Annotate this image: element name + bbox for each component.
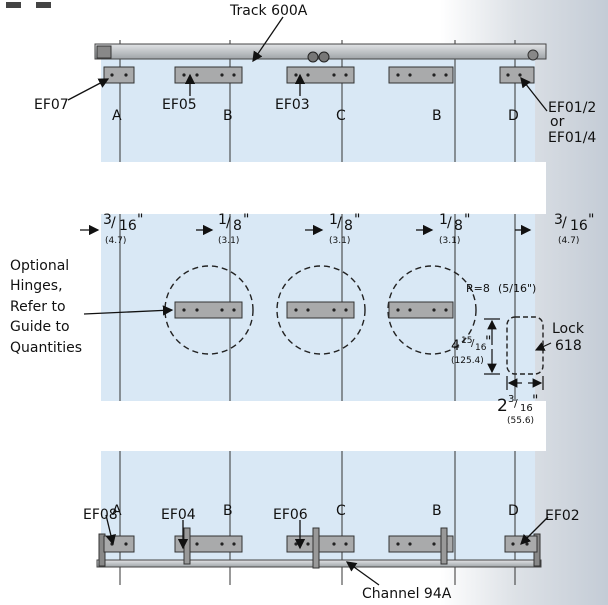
svg-text:2: 2 (497, 396, 508, 416)
panel-letter-top-a: A (112, 108, 122, 124)
panel-letter-bottom-b: B (223, 503, 233, 519)
gap-label-5: 3 / 16 " (4.7) (554, 212, 594, 246)
svg-text:3: 3 (508, 394, 514, 405)
svg-text:8: 8 (454, 218, 463, 234)
gap-label-4: 1 / 8 " (3.1) (439, 212, 470, 246)
lock-label-line2: 618 (555, 338, 582, 354)
svg-text:(3.1): (3.1) (439, 236, 460, 246)
fitting-ef08-label: EF08 (83, 507, 118, 523)
panel-letter-top-b: B (223, 108, 233, 124)
panel-letter-bottom-d: D (508, 503, 519, 519)
optional-hinges-line2: Hinges, (10, 278, 63, 294)
fitting-ef03-label: EF03 (275, 97, 310, 113)
svg-text:": " (588, 212, 594, 228)
fitting-ef02-label: EF02 (545, 508, 580, 524)
panel-letter-top-d: D (508, 108, 519, 124)
optional-hinges (174, 301, 454, 319)
svg-text:/: / (562, 215, 567, 231)
leader-lines (67, 16, 549, 586)
svg-text:": " (532, 393, 538, 409)
svg-text:/: / (111, 215, 116, 231)
panel-letter-top-c: C (336, 108, 346, 124)
break-band-top (96, 162, 546, 214)
svg-text:1: 1 (329, 212, 338, 228)
gap-label-1: 3 / 16 " (4.7) (103, 212, 143, 246)
svg-text:(3.1): (3.1) (329, 236, 350, 246)
panel-letter-bottom-b2: B (432, 503, 442, 519)
svg-text:3: 3 (103, 212, 112, 228)
fitting-ef06-label: EF06 (273, 507, 308, 523)
track-600a-label: Track 600A (229, 3, 308, 19)
svg-text:15: 15 (461, 336, 472, 346)
fitting-ef05-label: EF05 (162, 97, 197, 113)
optional-hinge-circles (164, 265, 477, 355)
svg-text:/: / (447, 215, 452, 231)
svg-text:8: 8 (344, 218, 353, 234)
panel-letter-bottom-c: C (336, 503, 346, 519)
svg-text:/: / (514, 397, 518, 410)
svg-text:": " (464, 212, 470, 228)
svg-text:": " (354, 212, 360, 228)
lock-width-label: 2 3 / 16 " (55.6) (497, 393, 538, 426)
lock-radius-prefix: R=8 (466, 282, 490, 295)
svg-text:16: 16 (570, 218, 588, 234)
gap-label-2: 1 / 8 " (3.1) (218, 212, 249, 246)
svg-text:": " (485, 334, 491, 350)
fitting-ef07-label: EF07 (34, 97, 69, 113)
lock-height-label: 4 15 / 16 " (125.4) (451, 334, 491, 366)
svg-text:1: 1 (439, 212, 448, 228)
legend-hinge-icons (6, 2, 51, 8)
svg-text:8: 8 (233, 218, 242, 234)
top-fitting-bolts (110, 73, 522, 77)
panel-letter-bottom-a: A (112, 503, 122, 519)
svg-text:": " (243, 212, 249, 228)
svg-text:3: 3 (554, 212, 563, 228)
svg-text:/: / (226, 215, 231, 231)
break-band-bottom (96, 401, 546, 451)
center-roller (307, 51, 330, 63)
svg-text:(55.6): (55.6) (507, 416, 534, 426)
svg-text:(125.4): (125.4) (451, 356, 484, 366)
fitting-ef01-label-line2: or (550, 114, 565, 130)
svg-text:(4.7): (4.7) (105, 236, 126, 246)
fitting-ef01-label-line3: EF01/4 (548, 130, 596, 146)
fitting-ef01-label-line1: EF01/2 (548, 100, 596, 116)
optional-hinges-line3: Refer to (10, 299, 66, 315)
svg-text:/: / (471, 338, 475, 349)
optional-hinges-line1: Optional (10, 258, 69, 274)
optional-hinges-line4: Guide to (10, 319, 70, 335)
svg-text:(4.7): (4.7) (558, 236, 579, 246)
svg-text:(3.1): (3.1) (218, 236, 239, 246)
panel-letter-top-b2: B (432, 108, 442, 124)
svg-text:4: 4 (451, 338, 460, 354)
svg-text:16: 16 (520, 403, 533, 414)
gap-label-3: 1 / 8 " (3.1) (329, 212, 360, 246)
lock-dimension-lines (484, 318, 552, 390)
svg-text:16: 16 (475, 343, 487, 353)
lock-label-line1: Lock (552, 321, 585, 337)
svg-text:16: 16 (119, 218, 137, 234)
channel-94a-label: Channel 94A (362, 586, 452, 602)
svg-text:1: 1 (218, 212, 227, 228)
fitting-ef04-label: EF04 (161, 507, 196, 523)
svg-text:": " (137, 212, 143, 228)
optional-hinges-line5: Quantities (10, 340, 82, 356)
lock-radius-fraction: (5/16") (498, 282, 536, 295)
svg-text:/: / (337, 215, 342, 231)
